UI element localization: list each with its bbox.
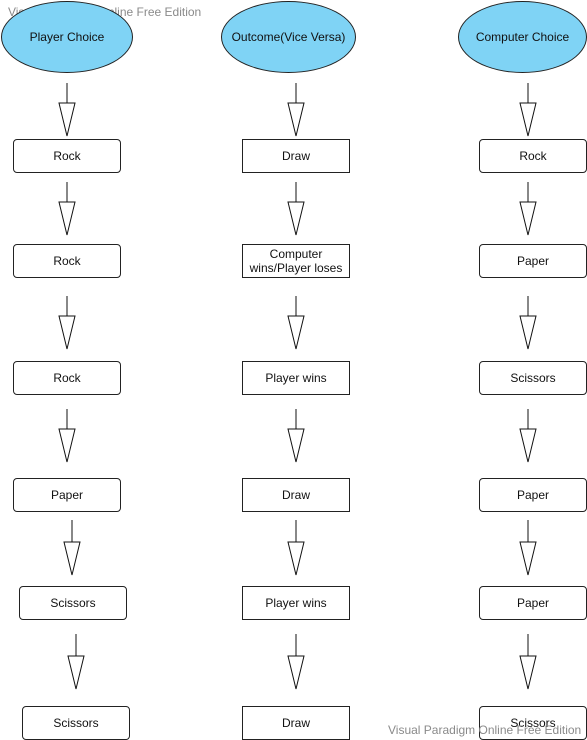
outcome-2: Computer wins/Player loses <box>242 244 350 278</box>
computer-choice-4: Paper <box>479 478 587 512</box>
outcome-3: Player wins <box>242 361 350 395</box>
arrow-computer-1 <box>519 83 537 137</box>
arrow-computer-2 <box>519 182 537 236</box>
arrow-player-4 <box>58 409 76 463</box>
arrow-player-3 <box>58 296 76 350</box>
arrow-player-2 <box>58 182 76 236</box>
outcome-6: Draw <box>242 706 350 740</box>
arrow-outcome-4 <box>287 409 305 463</box>
arrow-computer-3 <box>519 296 537 350</box>
arrow-outcome-2 <box>287 182 305 236</box>
arrow-outcome-1 <box>287 83 305 137</box>
arrow-player-6 <box>67 634 85 690</box>
computer-choice-3: Scissors <box>479 361 587 395</box>
arrow-player-1 <box>58 83 76 137</box>
outcome-5: Player wins <box>242 586 350 620</box>
outcome-1: Draw <box>242 139 350 173</box>
header-computer-choice: Computer Choice <box>458 1 587 73</box>
computer-choice-6: Scissors <box>479 706 587 740</box>
player-choice-4: Paper <box>13 478 121 512</box>
player-choice-2: Rock <box>13 244 121 278</box>
watermark-bottom: Visual Paradigm Online Free Edition <box>388 723 582 737</box>
arrow-player-5 <box>63 520 81 576</box>
computer-choice-2: Paper <box>479 244 587 278</box>
arrow-outcome-3 <box>287 296 305 350</box>
arrow-outcome-5 <box>287 520 305 576</box>
player-choice-3: Rock <box>13 361 121 395</box>
player-choice-5: Scissors <box>19 586 127 620</box>
player-choice-1: Rock <box>13 139 121 173</box>
arrow-computer-5 <box>519 520 537 576</box>
arrow-computer-6 <box>519 634 537 690</box>
arrow-computer-4 <box>519 409 537 463</box>
outcome-4: Draw <box>242 478 350 512</box>
arrow-outcome-6 <box>287 634 305 690</box>
computer-choice-5: Paper <box>479 586 587 620</box>
header-outcome: Outcome(Vice Versa) <box>221 1 356 73</box>
header-player-choice: Player Choice <box>1 1 133 73</box>
computer-choice-1: Rock <box>479 139 587 173</box>
